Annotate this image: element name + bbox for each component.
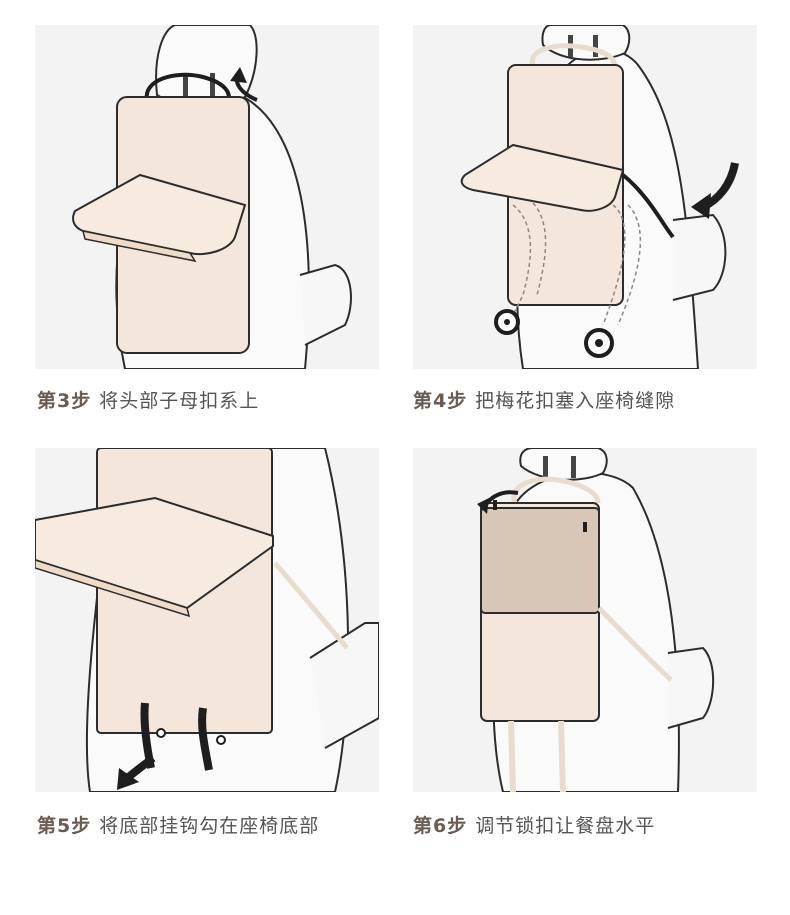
step-5-caption: 第5步将底部挂钩勾在座椅底部 xyxy=(37,811,319,838)
step-3-text: 将头部子母扣系上 xyxy=(99,390,260,412)
step-4-text: 把梅花扣塞入座椅缝隙 xyxy=(475,390,676,412)
step-6-illustration xyxy=(413,448,757,792)
step-4-caption: 第4步把梅花扣塞入座椅缝隙 xyxy=(413,386,675,413)
step-6-number: 第6步 xyxy=(413,815,468,837)
step-3-number: 第3步 xyxy=(37,390,92,412)
curved-arrow-icon xyxy=(477,490,519,514)
curved-arrow-icon xyxy=(230,67,258,102)
hook-icon xyxy=(156,728,166,738)
step-5-number: 第5步 xyxy=(37,815,92,837)
step-6-caption: 第6步调节锁扣让餐盘水平 xyxy=(413,811,655,838)
step-4-number: 第4步 xyxy=(413,390,468,412)
hook-icon xyxy=(216,735,226,745)
step-5-text: 将底部挂钩勾在座椅底部 xyxy=(99,815,320,837)
curved-arrow-icon xyxy=(691,162,739,219)
plum-blossom-button-icon xyxy=(584,328,614,358)
step-6-text: 调节锁扣让餐盘水平 xyxy=(475,815,656,837)
curved-arrow-icon xyxy=(117,754,156,790)
step-5-illustration xyxy=(35,448,379,792)
step-4-illustration xyxy=(413,25,757,369)
step-3-caption: 第3步将头部子母扣系上 xyxy=(37,386,259,413)
plum-blossom-button-icon xyxy=(494,309,520,335)
step-3-illustration xyxy=(35,25,379,369)
